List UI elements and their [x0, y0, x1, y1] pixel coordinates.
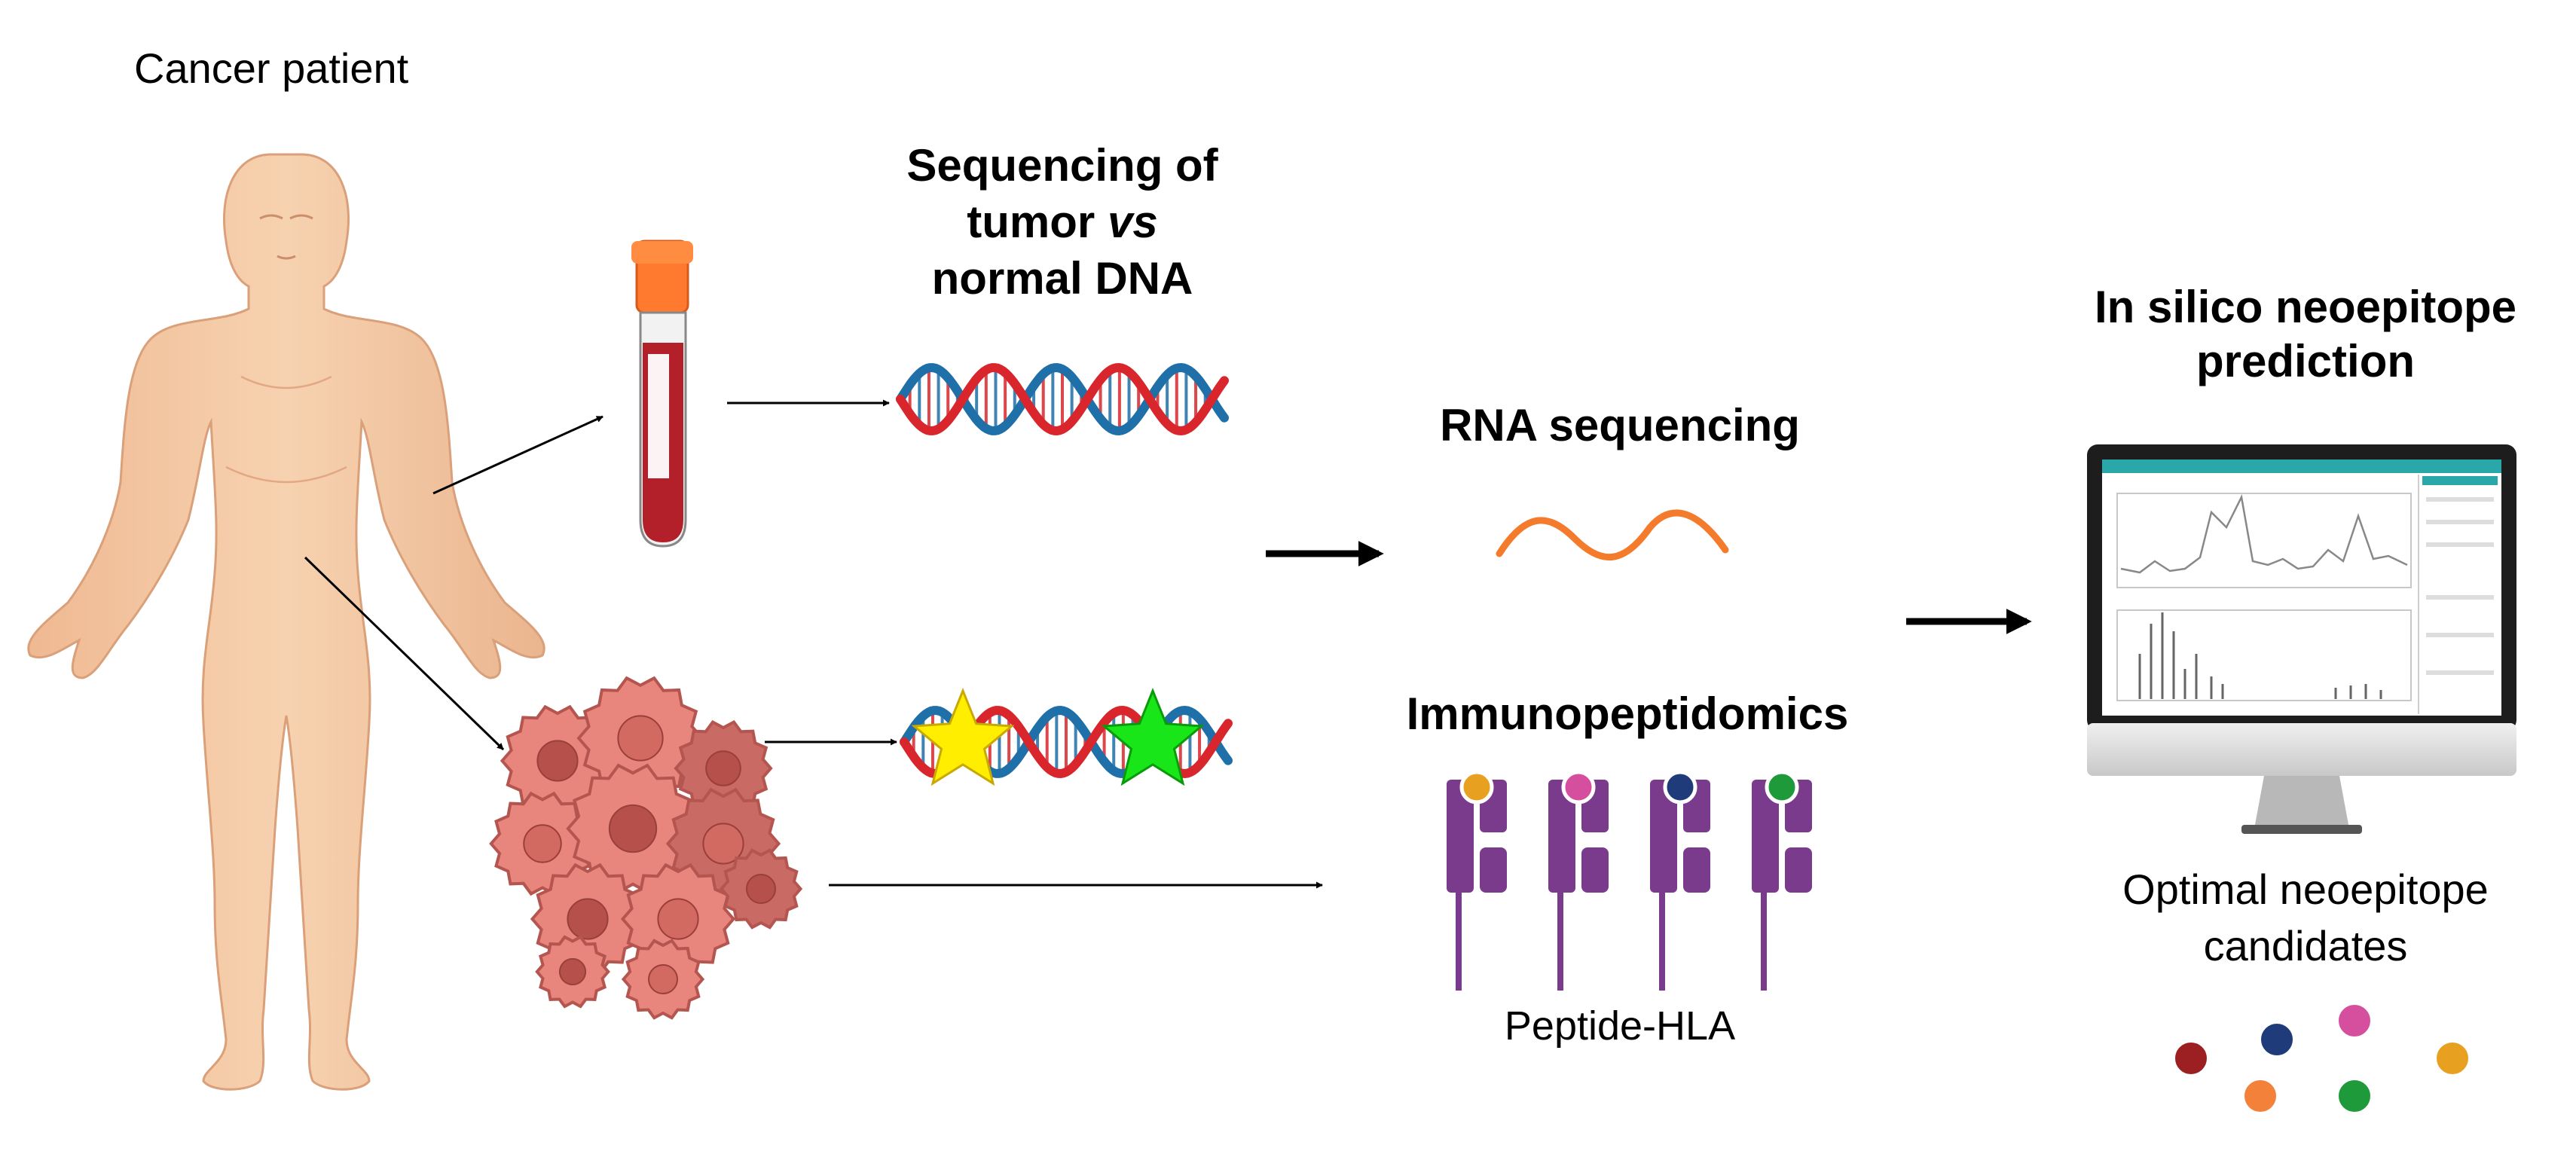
neoepitope-dot-icon — [2434, 1040, 2471, 1077]
tumor-cell-icon — [535, 935, 610, 1009]
dna-title-line1: Sequencing of — [906, 140, 1218, 191]
tumor-cell-icon — [621, 939, 705, 1020]
mutated-dna-icon — [900, 687, 1233, 786]
computer-monitor-icon — [2087, 444, 2516, 834]
dna-title-line2-italic: vs — [1108, 197, 1158, 247]
arrow-body-to-tumor — [304, 556, 505, 751]
blood-tube-icon — [631, 240, 693, 548]
neoepitope-dot-icon — [2258, 1021, 2296, 1058]
dna-title-line3: normal DNA — [932, 253, 1193, 304]
peptide-icon — [1765, 770, 1799, 804]
rna-wave-icon — [1496, 509, 1729, 560]
peptide-hla-label: Peptide-HLA — [1505, 1003, 1735, 1049]
dna-title-line2: tumor vs — [967, 197, 1157, 247]
neoepitope-dot-icon — [2336, 1077, 2373, 1115]
peptide-icon — [1459, 770, 1494, 804]
peptide-hla-icon — [1447, 770, 1812, 991]
tumor-cell-icon — [489, 791, 596, 896]
hla-molecule-icon — [1548, 770, 1609, 991]
insilico-title-line2: prediction — [2196, 336, 2415, 386]
arrow-body-to-blood — [432, 415, 604, 495]
dna-sequencing-title: Sequencing of tumor vs normal DNA — [906, 140, 1218, 304]
neoepitope-dot-icon — [2172, 1040, 2210, 1077]
optimal-candidates-line2: candidates — [2204, 922, 2408, 969]
neoepitope-candidates — [2172, 1002, 2471, 1115]
human-body-icon — [27, 153, 545, 1091]
mutation-star-icon — [1101, 687, 1205, 786]
dna-title-line2-pre: tumor — [967, 197, 1108, 247]
tumor-cell-icon — [719, 848, 803, 930]
neoepitope-dot-icon — [2241, 1077, 2279, 1115]
peptide-icon — [1561, 770, 1596, 804]
mutation-star-icon — [911, 687, 1015, 786]
immunopeptidomics-title: Immunopeptidomics — [1407, 688, 1849, 739]
hla-molecule-icon — [1650, 770, 1710, 991]
tumor-cells-icon — [489, 676, 803, 1020]
insilico-title-line1: In silico neoepitope — [2095, 282, 2516, 332]
hla-molecule-icon — [1447, 770, 1507, 991]
neoepitope-dot-icon — [2336, 1002, 2373, 1040]
cancer-patient-label: Cancer patient — [134, 44, 409, 92]
hla-molecule-icon — [1752, 770, 1812, 991]
rna-sequencing-title: RNA sequencing — [1440, 400, 1800, 450]
optimal-candidates-line1: Optimal neoepitope — [2122, 866, 2489, 913]
tumor-cell-icon — [576, 676, 704, 801]
dna-helix-icon — [896, 362, 1229, 436]
peptide-icon — [1663, 770, 1697, 804]
